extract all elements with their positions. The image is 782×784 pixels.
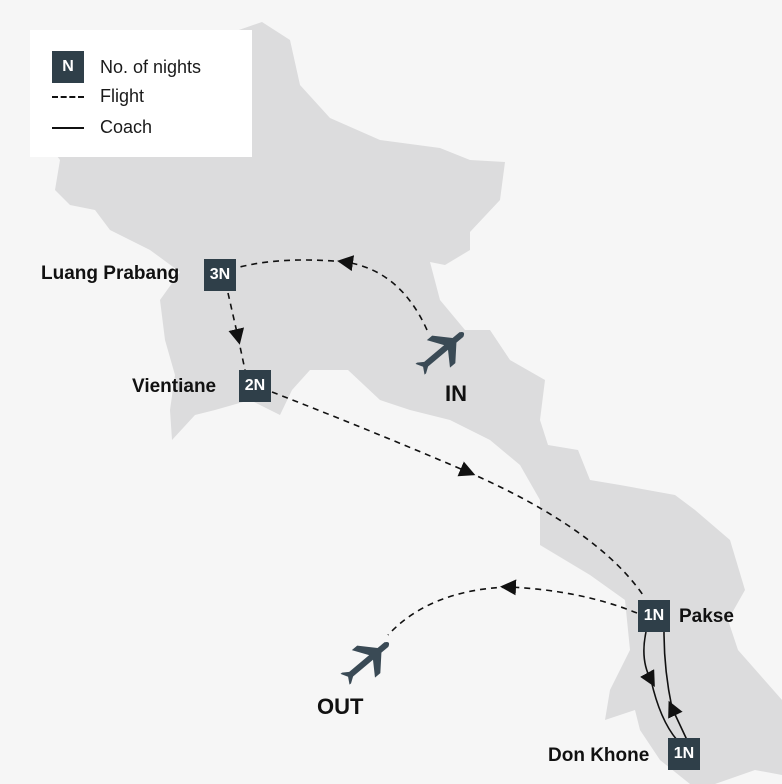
flight-route-in-cont (235, 259, 346, 269)
legend-coach-row: Coach (52, 117, 152, 138)
city-label-don-khone: Don Khone (548, 745, 650, 766)
legend-flight-label: Flight (100, 86, 145, 106)
city-label-pakse: Pakse (679, 606, 734, 627)
departure-label: OUT (317, 694, 364, 719)
legend-nights-row: N No. of nights (52, 51, 201, 83)
city-label-luang-prabang: Luang Prabang (41, 263, 180, 284)
legend-nights-label: No. of nights (100, 56, 202, 77)
flight-route-out-cont (387, 586, 509, 636)
plane-icon (415, 331, 465, 375)
flight-route-luangprabang-vientiane-cont (237, 336, 246, 371)
legend-badge: N (52, 51, 84, 83)
nights-badge-vientiane: 2N (239, 370, 271, 402)
legend-flight-line (52, 95, 84, 98)
legend-flight-row: Flight (52, 86, 144, 107)
flight-route-out (500, 579, 638, 614)
coach-route-down-cont (650, 679, 678, 741)
arrival-label: IN (445, 381, 467, 406)
legend: N No. of nights Flight Coach (30, 30, 252, 157)
nights-badge-pakse: 1N (638, 600, 670, 632)
coach-route-up-cont (663, 631, 673, 709)
coach-route-up (668, 700, 688, 741)
flight-route-vientiane-pakse-cont (467, 471, 646, 599)
plane-icon (340, 641, 390, 685)
legend-coach-line (52, 126, 84, 129)
legend-coach-label: Coach (100, 117, 153, 137)
nights-badge-don-khone: 1N (668, 738, 700, 770)
coach-route-down (640, 631, 655, 688)
flight-route-vientiane-pakse (271, 391, 476, 477)
country-shape (45, 22, 782, 784)
flight-route-luangprabang-vientiane (227, 292, 245, 345)
nights-badge-luang-prabang: 3N (204, 259, 236, 291)
flight-route-in (337, 255, 428, 331)
city-label-vientiane: Vientiane (132, 376, 217, 397)
